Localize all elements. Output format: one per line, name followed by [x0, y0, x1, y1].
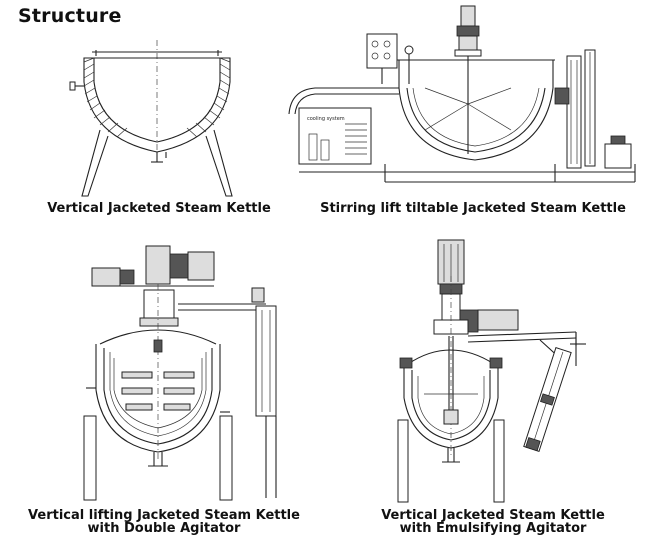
- caption-line-2: with Emulsifying Agitator: [399, 521, 587, 536]
- diagram-vertical-kettle: [60, 40, 250, 200]
- caption-line-1: Vertical lifting Jacketed Steam Kettle: [28, 508, 300, 523]
- caption-stirring-tiltable-kettle: Stirring lift tiltable Jacketed Steam Ke…: [320, 201, 626, 216]
- caption-emulsifying-kettle: Vertical Jacketed Steam Kettle with Emul…: [348, 509, 638, 535]
- page-title: Structure: [18, 5, 122, 27]
- caption-line-2: with Double Agitator: [87, 521, 241, 536]
- diagram-double-agitator-kettle: [70, 240, 300, 502]
- diagram-emulsifying-kettle: [390, 236, 640, 506]
- cooling-system-label: cooling system: [307, 116, 345, 122]
- caption-vertical-kettle: Vertical Jacketed Steam Kettle: [47, 201, 271, 216]
- caption-line-1: Vertical Jacketed Steam Kettle: [381, 508, 605, 523]
- caption-double-agitator-kettle: Vertical lifting Jacketed Steam Kettle w…: [14, 509, 314, 535]
- diagram-stirring-tiltable-kettle: cooling system: [285, 4, 641, 190]
